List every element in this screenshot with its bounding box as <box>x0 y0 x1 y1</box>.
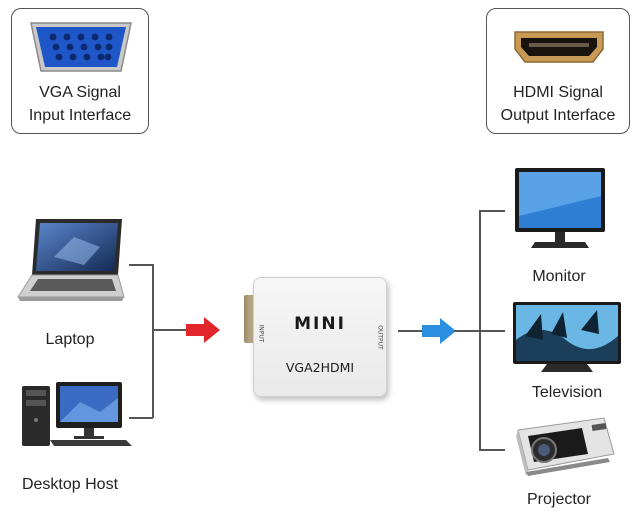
vga-input-box: VGA Signal Input Interface <box>11 8 149 134</box>
hdmi-output-box: HDMI Signal Output Interface <box>486 8 630 134</box>
bracket-left-top <box>129 264 153 266</box>
vga-input-label-line1: VGA Signal <box>39 84 121 101</box>
input-arrow-icon <box>186 317 220 343</box>
vga-input-label-line2: Input Interface <box>28 107 132 124</box>
converter-output-text: OUTPUT <box>376 325 384 350</box>
television-label: Television <box>531 384 603 401</box>
output-connector-left <box>398 330 426 332</box>
desktop-host-icon <box>22 382 132 446</box>
monitor-icon <box>515 168 605 248</box>
projector-label: Projector <box>526 491 592 508</box>
bracket-right-bottom <box>479 449 505 451</box>
output-connector-right <box>454 330 480 332</box>
bracket-left-bottom <box>129 417 153 419</box>
laptop-label: Laptop <box>45 331 95 348</box>
vga2hdmi-converter: MINI VGA2HDMI INPUT OUTPUT <box>253 277 387 397</box>
desktop-host-label: Desktop Host <box>21 476 119 493</box>
laptop-icon <box>17 219 125 301</box>
bracket-left-connector <box>152 329 190 331</box>
converter-brand: MINI <box>294 314 346 334</box>
converter-input-text: INPUT <box>257 324 265 343</box>
projector-icon <box>516 417 615 476</box>
monitor-label: Monitor <box>532 268 586 285</box>
television-icon <box>513 302 621 372</box>
vga-port-icon <box>30 22 132 72</box>
bracket-right-top <box>479 210 505 212</box>
hdmi-port-icon <box>514 31 604 63</box>
bracket-left-vertical <box>152 264 154 418</box>
bracket-right-middle <box>479 330 505 332</box>
output-arrow-icon <box>422 318 456 344</box>
converter-model: VGA2HDMI <box>285 360 355 375</box>
hdmi-output-label-line2: Output Interface <box>500 107 616 124</box>
hdmi-output-label-line1: HDMI Signal <box>513 84 603 101</box>
